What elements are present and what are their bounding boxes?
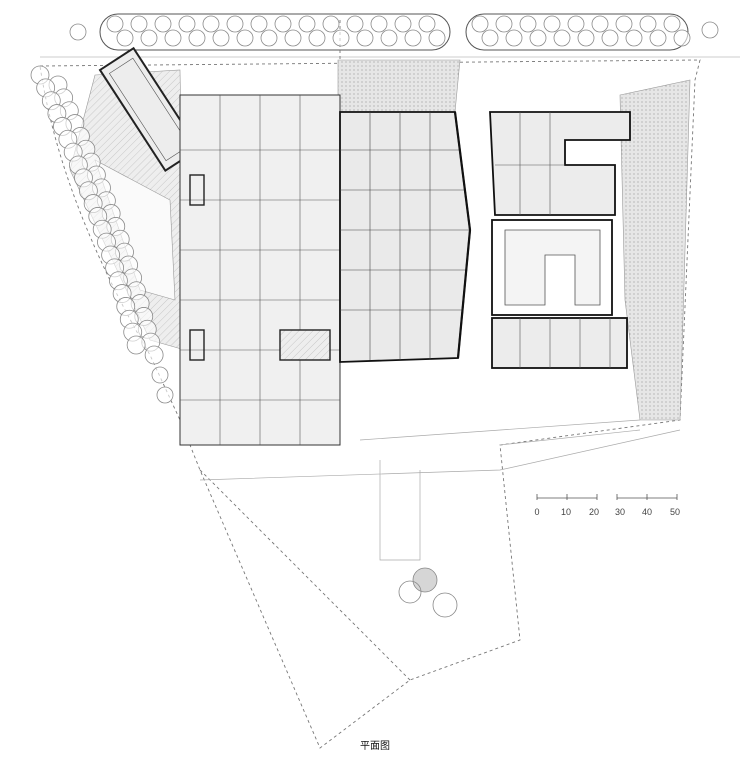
tree-icon <box>332 29 350 47</box>
tree-icon <box>505 29 523 47</box>
tree-icon <box>601 29 619 47</box>
tree-icon <box>226 15 244 33</box>
tree-icon <box>495 15 513 33</box>
tree-icon <box>404 29 422 47</box>
tree-icon <box>250 15 268 33</box>
tree-icon <box>649 29 667 47</box>
tree-icon <box>673 29 691 47</box>
tree-icon <box>322 15 340 33</box>
scale-bar: 0 10 20 30 40 50 <box>534 494 680 517</box>
central-block <box>339 111 472 363</box>
scale-tick-0: 0 <box>534 507 539 517</box>
tree-icon <box>481 29 499 47</box>
tree-icon <box>202 15 220 33</box>
tree-icon <box>543 15 561 33</box>
tree-icon <box>144 345 164 365</box>
tree-icon <box>639 15 657 33</box>
tree-canopies <box>30 15 719 404</box>
tree-icon <box>236 29 254 47</box>
drawing-caption: 平面图 <box>360 741 390 752</box>
tree-icon <box>380 29 398 47</box>
tree-icon <box>615 15 633 33</box>
tree-icon <box>577 29 595 47</box>
tree-icon <box>164 29 182 47</box>
tree-icon <box>156 386 174 404</box>
tree-icon <box>418 15 436 33</box>
tree-icon <box>701 21 719 39</box>
tree-icon <box>567 15 585 33</box>
tree-icon <box>260 29 278 47</box>
lower-trees <box>398 567 458 618</box>
scale-tick-20: 20 <box>589 507 599 517</box>
tree-icon <box>106 15 124 33</box>
west-block <box>179 94 341 446</box>
tree-icon <box>529 29 547 47</box>
tree-icon <box>154 15 172 33</box>
tree-icon <box>591 15 609 33</box>
tree-icon <box>69 23 87 41</box>
tree-icon <box>471 15 489 33</box>
tree-icon <box>284 29 302 47</box>
tree-icon <box>625 29 643 47</box>
tree-icon <box>663 15 681 33</box>
tree-icon <box>130 15 148 33</box>
tree-icon <box>188 29 206 47</box>
scale-tick-30: 30 <box>615 507 625 517</box>
east-block <box>489 111 631 369</box>
street-planters <box>40 13 740 58</box>
tree-icon <box>346 15 364 33</box>
tree-icon <box>140 29 158 47</box>
tree-icon <box>151 366 169 384</box>
tree-icon <box>178 15 196 33</box>
tree-icon <box>519 15 537 33</box>
scale-tick-10: 10 <box>561 507 571 517</box>
tree-icon <box>308 29 326 47</box>
tree-icon <box>370 15 388 33</box>
tree-icon <box>116 29 134 47</box>
tree-icon <box>298 15 316 33</box>
tree-icon <box>394 15 412 33</box>
tree-icon <box>553 29 571 47</box>
scale-tick-50: 50 <box>670 507 680 517</box>
tree-icon <box>274 15 292 33</box>
scale-tick-40: 40 <box>642 507 652 517</box>
tree-icon <box>356 29 374 47</box>
tree-icon <box>212 29 230 47</box>
tree-icon <box>428 29 446 47</box>
tree-icon <box>126 335 146 355</box>
site-paths <box>199 419 681 561</box>
